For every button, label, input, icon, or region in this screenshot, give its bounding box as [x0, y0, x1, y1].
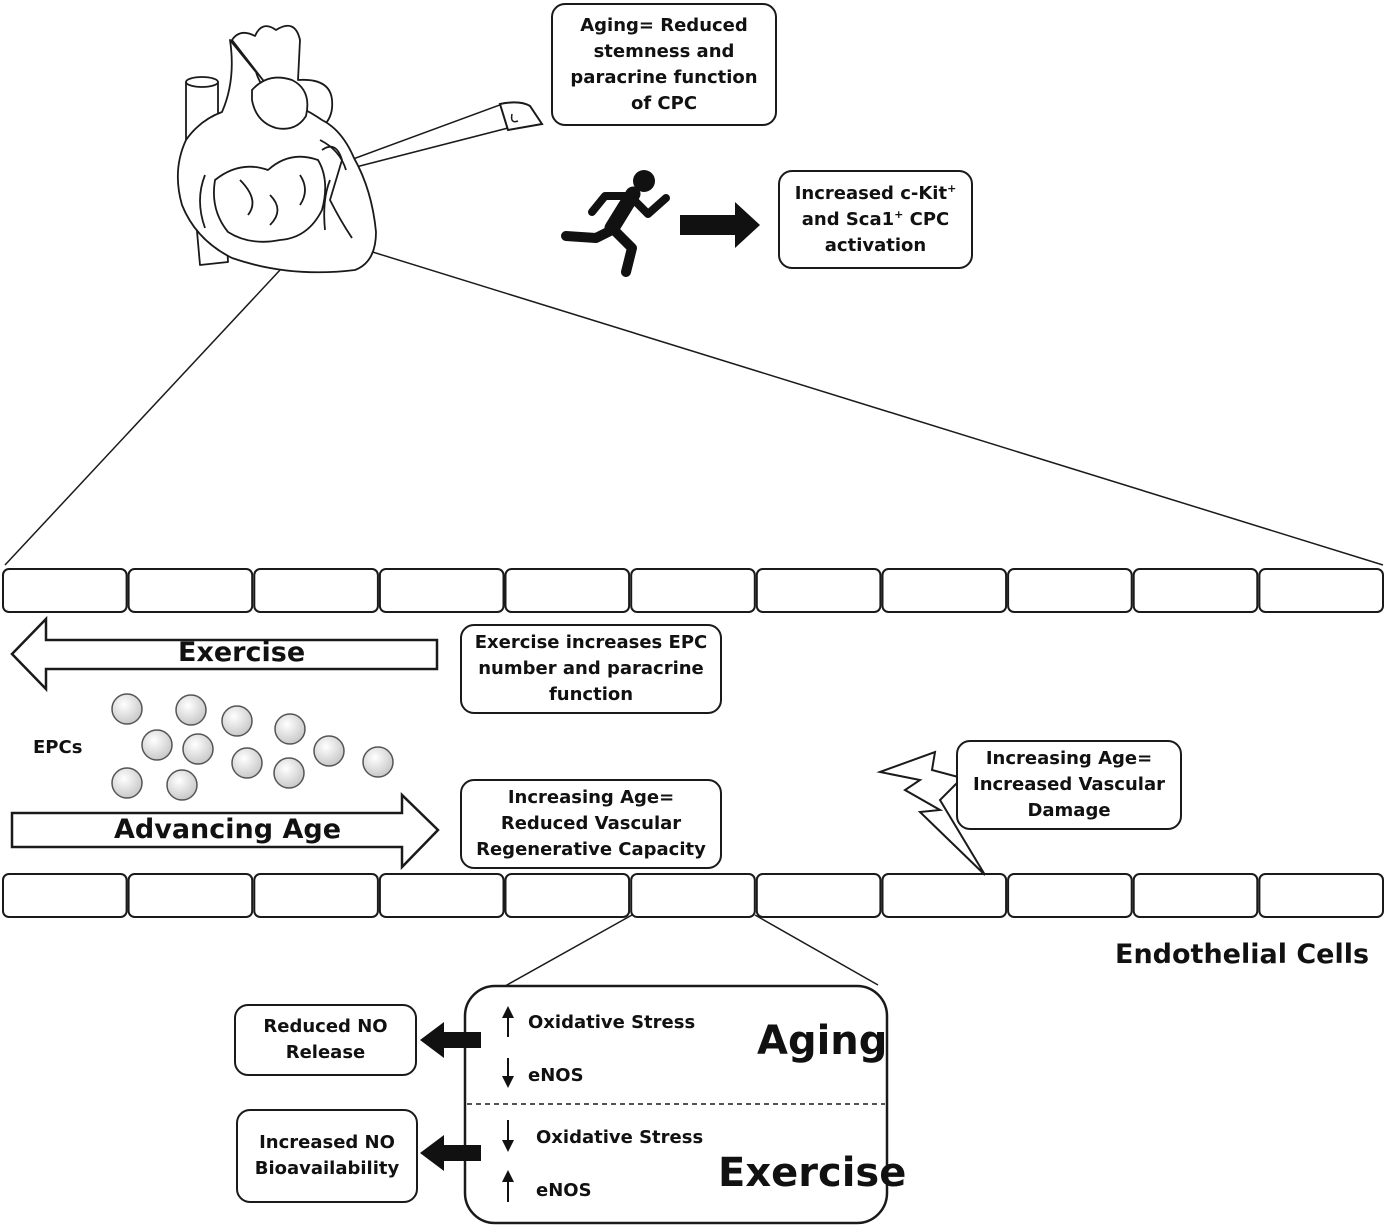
epc-cell: [175, 694, 207, 726]
runner-arrow: [680, 202, 760, 248]
arrow-down-icon: [502, 1120, 514, 1152]
ckit-mid: and Sca1: [801, 208, 895, 230]
aging-enos: eNOS: [528, 1065, 584, 1086]
age-damage-box: Increasing Age= Increased Vascular Damag…: [956, 740, 1182, 830]
ckit-text: Increased c-Kit+ and Sca1+ CPC activatio…: [790, 181, 961, 259]
endothelial-cell: [127, 568, 254, 613]
epc-cells: [111, 693, 394, 801]
endothelial-cell: [378, 873, 505, 918]
endothelial-cell: [2, 873, 128, 918]
endothelial-cell: [1258, 873, 1385, 918]
exercise-arrow: [10, 615, 439, 693]
panel-zoom-right: [754, 914, 879, 986]
endothelial-cell: [1132, 873, 1259, 918]
ckit-suffix: CPC activation: [824, 208, 950, 256]
endothelium-top: [2, 568, 1385, 613]
epc-cell: [111, 767, 143, 799]
endothelial-cell: [378, 568, 505, 613]
endothelial-cell: [1007, 873, 1133, 918]
reduced-no-arrow: [420, 1022, 481, 1058]
endothelial-cell: [881, 568, 1008, 613]
exercise-epc-box: Exercise increases EPC number and paracr…: [460, 624, 722, 714]
epc-cell: [273, 757, 305, 789]
epc-cell: [111, 693, 143, 725]
exercise-enos: eNOS: [536, 1180, 592, 1201]
endothelial-cell: [755, 873, 882, 918]
epc-cell: [274, 713, 306, 745]
endothelial-cell: [630, 568, 756, 613]
aging-cpc-box: Aging= Reduced stemness and paracrine fu…: [551, 3, 777, 126]
reduced-no-box: Reduced NO Release: [234, 1004, 417, 1076]
age-regen-box: Increasing Age= Reduced Vascular Regener…: [460, 779, 722, 869]
advancing-age-label: Advancing Age: [114, 814, 342, 845]
ckit-prefix: Increased c-Kit: [794, 182, 948, 204]
endothelial-cell: [1007, 568, 1133, 613]
endothelial-cell: [1132, 568, 1259, 613]
epc-cell: [362, 746, 394, 778]
increased-no-box: Increased NO Bioavailability: [236, 1109, 418, 1203]
advancing-age-arrow: [10, 792, 440, 871]
arrow-up-icon: [502, 1170, 514, 1202]
endothelial-cell: [504, 568, 631, 613]
increased-no-arrow: [420, 1135, 481, 1171]
aging-title: Aging: [757, 1018, 888, 1064]
runner-icon: [561, 170, 670, 277]
lightning-icon: [876, 750, 986, 876]
endothelial-cell: [253, 568, 379, 613]
heart-icon: [176, 24, 377, 274]
zoom-line-right: [349, 244, 1384, 566]
arrow-down-icon: [502, 1058, 514, 1088]
epc-cell: [231, 747, 263, 779]
epc-cell: [221, 705, 253, 737]
endothelial-cell: [630, 873, 756, 918]
epcs-label: EPCs: [33, 737, 83, 758]
endothelial-cell: [127, 873, 254, 918]
endothelial-cell: [504, 873, 631, 918]
microscope-tip-icon: [343, 101, 544, 169]
panel-zoom-left: [497, 914, 633, 991]
epc-cell: [182, 733, 214, 765]
ckit-activation-box: Increased c-Kit+ and Sca1+ CPC activatio…: [778, 170, 973, 269]
epc-cell: [141, 729, 173, 761]
aging-oxidative-stress: Oxidative Stress: [528, 1012, 696, 1033]
exercise-title: Exercise: [718, 1150, 907, 1196]
endothelium-bottom: [2, 873, 1385, 918]
endothelial-cell: [1258, 568, 1385, 613]
endothelial-cell: [881, 873, 1008, 918]
ckit-sup: +: [947, 181, 957, 195]
epc-cell: [313, 735, 345, 767]
endothelial-cell: [253, 873, 379, 918]
zoom-line-left: [4, 239, 309, 566]
exercise-oxidative-stress: Oxidative Stress: [536, 1127, 704, 1148]
endothelial-cell: [755, 568, 882, 613]
epc-cell: [166, 769, 198, 801]
endothelial-cell: [2, 568, 128, 613]
arrow-up-icon: [502, 1006, 514, 1037]
sca1-sup: +: [894, 207, 904, 221]
endothelial-cells-label: Endothelial Cells: [1115, 939, 1370, 970]
exercise-arrow-label: Exercise: [178, 637, 306, 668]
